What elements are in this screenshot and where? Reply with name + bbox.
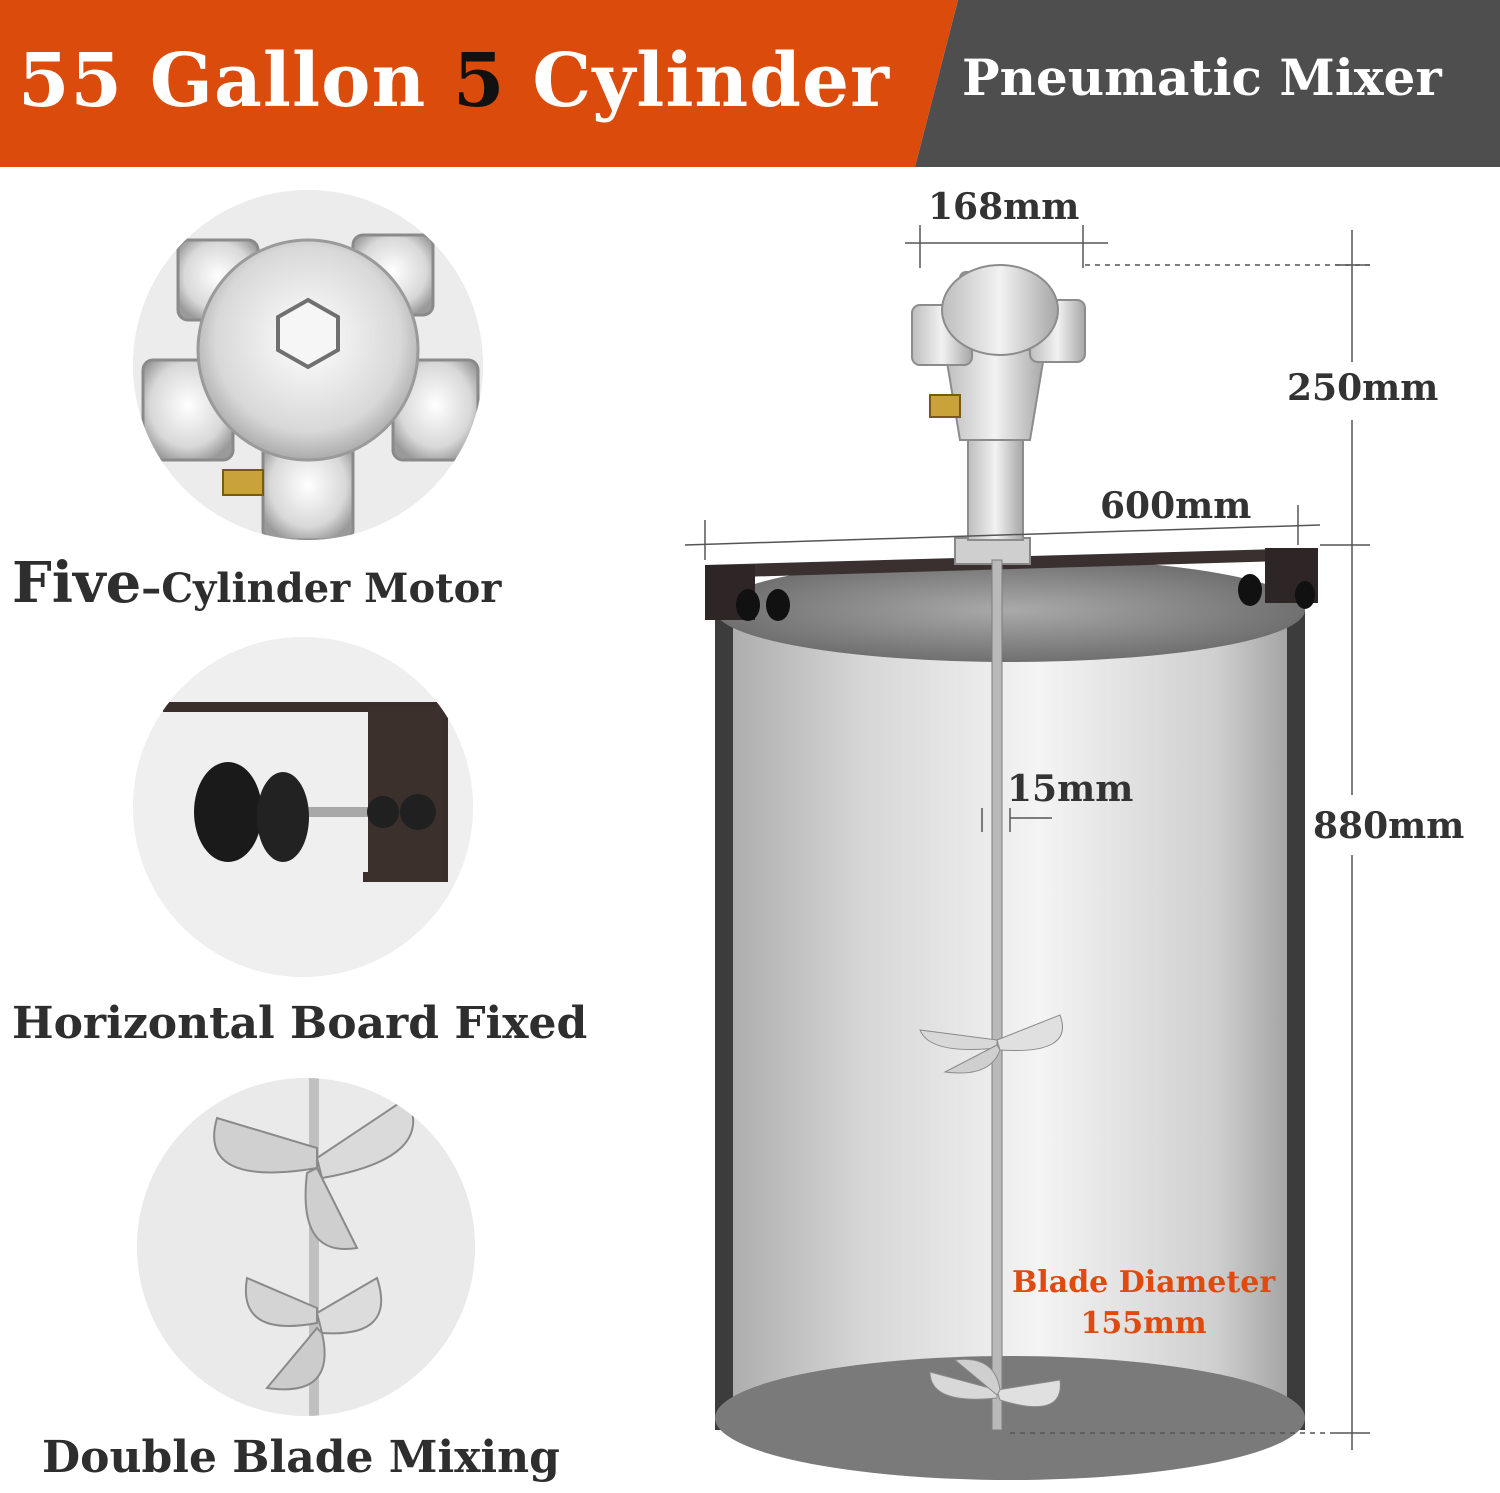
horizontal-board-image [133, 637, 473, 977]
motor-height-label: 250mm [1287, 367, 1439, 409]
drum-height-label: 880mm [1313, 805, 1465, 847]
banner-cylinder-word: Cylinder [532, 38, 891, 124]
board-width-label: 600mm [1100, 485, 1252, 527]
banner-title: 55 Gallon 5 Cylinder [18, 38, 890, 124]
blade-diameter-value: 155mm [1080, 1306, 1207, 1341]
board-photo-circle [133, 637, 473, 977]
banner-gray-panel [915, 0, 1500, 167]
feature-caption-blade: Double Blade Mixing [42, 1432, 560, 1483]
upper-blade [919, 1014, 1063, 1074]
five-cylinder-motor-image [133, 190, 483, 540]
banner-product-type: Pneumatic Mixer [962, 48, 1442, 107]
mixer-shaft [991, 559, 1003, 1431]
motor-photo-circle [133, 190, 483, 540]
banner-cylinder-number: 5 [453, 38, 506, 124]
lower-blade [929, 1358, 1061, 1408]
blade-diameter-title: Blade Diameter [1012, 1265, 1276, 1300]
header-banner: 55 Gallon 5 Cylinder Pneumatic Mixer [0, 0, 1500, 167]
feature-caption-board: Horizontal Board Fixed [12, 998, 588, 1049]
blade-photo-circle [137, 1078, 475, 1416]
drum [715, 558, 1305, 1480]
feature-caption-motor: Five–Cylinder Motor [12, 550, 501, 616]
banner-capacity-number: 55 [18, 38, 123, 124]
banner-capacity-unit: Gallon [149, 38, 427, 124]
banner-orange-panel [0, 0, 960, 167]
pneumatic-motor [911, 264, 1086, 541]
shaft-diameter-label: 15mm [1007, 768, 1134, 810]
motor-width-label: 168mm [928, 186, 1080, 228]
double-blade-image [137, 1078, 475, 1416]
mounting-board [705, 537, 1318, 621]
caption-five: Five [12, 550, 142, 616]
blade-diameter-label: Blade Diameter 155mm [1012, 1265, 1275, 1341]
caption-cylinder-motor: –Cylinder Motor [141, 565, 502, 612]
